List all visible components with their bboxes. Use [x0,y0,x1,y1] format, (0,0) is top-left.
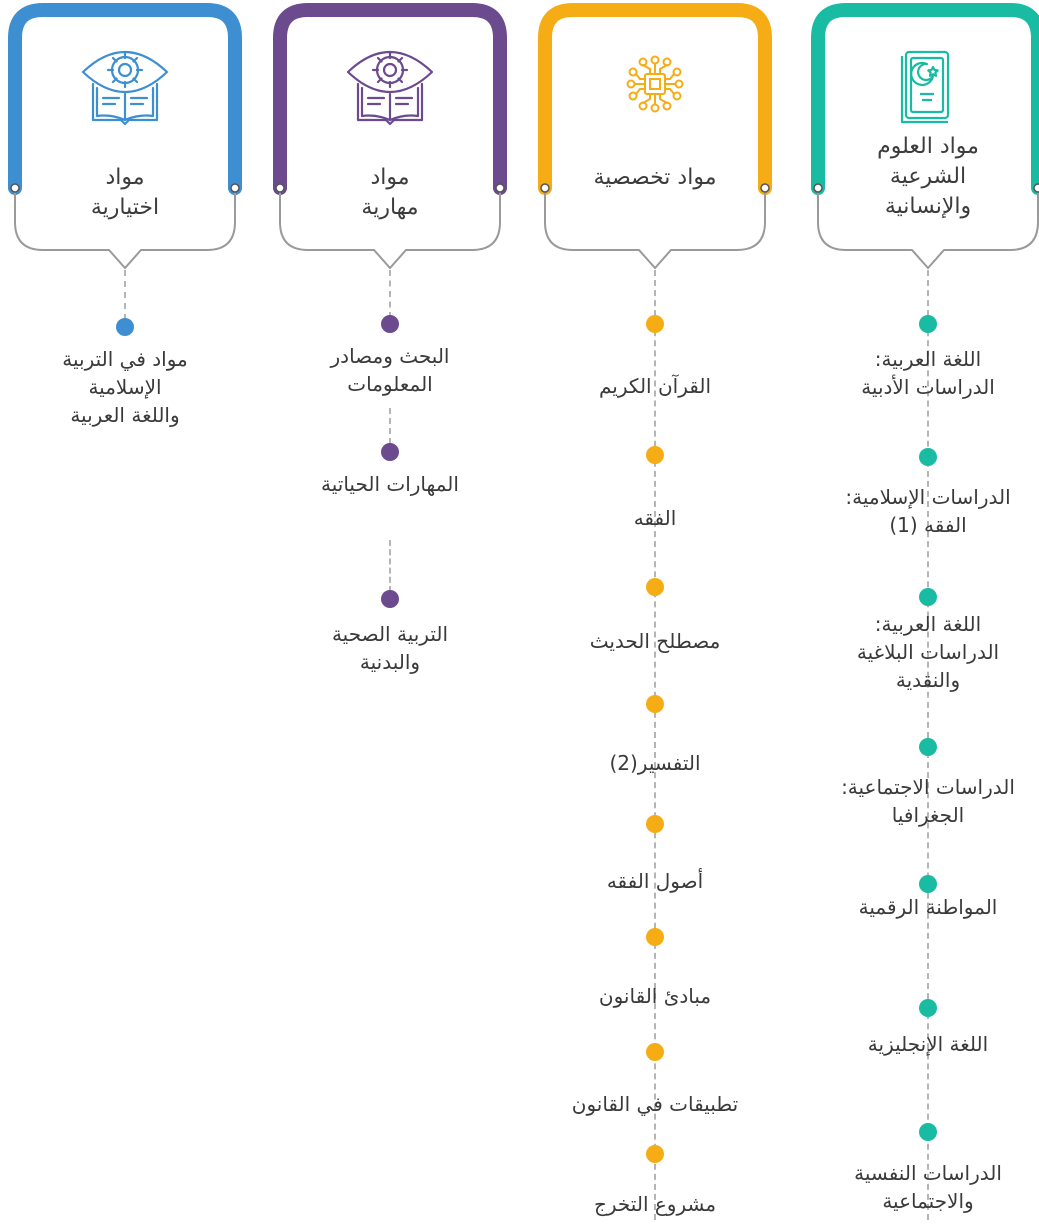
item-dot [646,446,664,464]
item-dot [646,695,664,713]
list-item: المهارات الحياتية [321,472,459,496]
list-item: الدراسات الإسلامية: الفقه (1) [845,485,1011,537]
item-dot [381,590,399,608]
card-frame [811,3,1039,270]
list-item: أصول الفقه [606,869,704,893]
item-dot [646,815,664,833]
card-frame [273,3,507,270]
item-dot [919,588,937,606]
list-item: تطبيقات في القانون [571,1092,739,1116]
card-title-skills: مواد مهارية [361,165,419,220]
connector-line [654,270,656,1220]
item-dot [919,875,937,893]
column-specialized: مواد تخصصية القرآن الكريم الفقه مصطلح ال… [535,0,775,1229]
item-dot [116,318,134,336]
list-item: مبادئ القانون [598,984,712,1008]
list-item: القرآن الكريم [598,374,711,398]
item-dot [646,928,664,946]
connector-line [124,270,126,320]
card-frame [8,3,242,270]
list-item: اللغة الإنجليزية [867,1032,989,1056]
list-item: مصطلح الحديث [589,629,721,653]
card-title-specialized: مواد تخصصية [593,165,717,190]
item-dot [919,448,937,466]
card-specialized: مواد تخصصية [535,0,775,290]
list-item: الدراسات النفسية والاجتماعية [854,1161,1002,1213]
item-dot [646,1145,664,1163]
list-item: الفقه [633,506,677,530]
card-sharia: مواد العلوم الشرعية والإنسانية [808,0,1039,290]
item-dot [646,1043,664,1061]
column-skills: مواد مهارية البحث ومصادر المعلومات المها… [270,0,510,1229]
list-item: اللغة العربية: الدراسات الأدبية [861,347,995,399]
list-item: المواطنة الرقمية [858,895,998,919]
ai-chip-network-icon [626,55,684,113]
quran-book-icon [900,50,950,124]
item-dot [381,443,399,461]
item-dot [919,738,937,756]
connector-line [389,408,391,444]
eye-gear-book-icon [81,51,169,126]
column-elective: مواد اختيارية مواد في التربية الإسلامية … [5,0,245,1229]
list-item: مواد في التربية الإسلامية واللغة العربية [62,347,188,427]
item-dot [381,315,399,333]
eye-gear-book-icon [346,51,434,126]
connector-line [389,270,391,318]
card-title-sharia: مواد العلوم الشرعية والإنسانية [877,134,979,219]
list-item: البحث ومصادر المعلومات [330,344,450,396]
item-dot [646,578,664,596]
card-title-elective: مواد اختيارية [90,165,160,220]
card-frame [538,3,772,270]
card-skills: مواد مهارية [270,0,510,290]
list-item: الدراسات الاجتماعية: الجغرافيا [841,775,1015,827]
card-elective: مواد اختيارية [5,0,245,290]
item-dot [919,999,937,1017]
item-dot [919,315,937,333]
list-item: اللغة العربية: الدراسات البلاغية والنقدي… [856,612,1000,692]
list-item: مشروع التخرج [593,1192,717,1216]
item-dot [919,1123,937,1141]
list-item: التربية الصحية والبدنية [331,622,449,674]
column-sharia: مواد العلوم الشرعية والإنسانية اللغة الع… [808,0,1039,1229]
connector-line [389,540,391,592]
list-item: التفسير(2) [609,751,701,775]
item-dot [646,315,664,333]
